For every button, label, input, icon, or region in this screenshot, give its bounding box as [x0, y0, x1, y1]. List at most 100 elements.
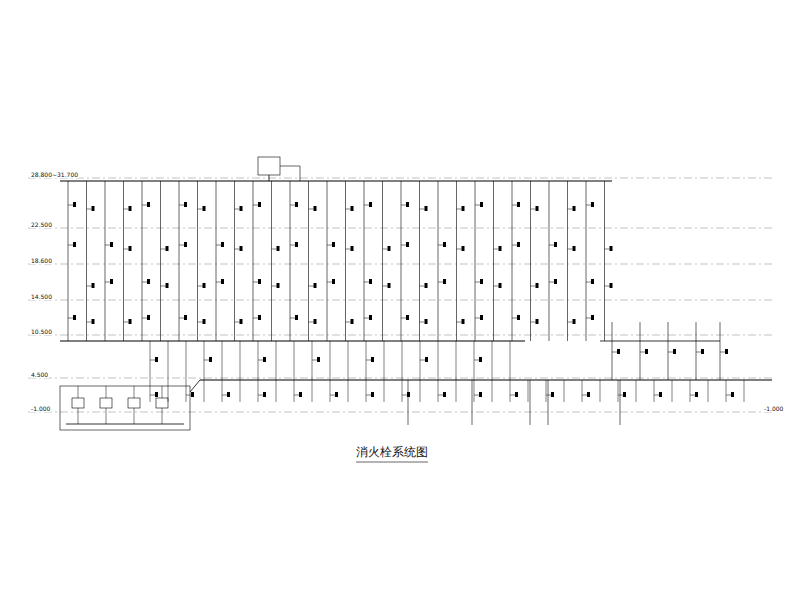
drop-pipe — [582, 380, 583, 402]
floor-line — [28, 412, 775, 413]
drop-pipe — [168, 341, 169, 402]
riser-pipe — [160, 181, 161, 341]
riser-pipe — [549, 181, 550, 341]
hydrant-branch — [330, 395, 335, 396]
hydrant-branch — [401, 245, 406, 246]
hydrant-branch — [87, 286, 92, 287]
riser-pipe — [86, 181, 87, 341]
hydrant-symbol — [147, 279, 150, 284]
elevation-label: 28.800~31.700 — [30, 172, 79, 178]
hydrant-branch — [327, 282, 332, 283]
hydrant-symbol — [258, 202, 261, 207]
hydrant-symbol — [573, 246, 576, 251]
riser-pipe — [382, 181, 383, 341]
hydrant-branch — [105, 245, 110, 246]
hydrant-branch — [726, 395, 731, 396]
hydrant-branch — [309, 322, 314, 323]
elevation-label: -1.000 — [30, 406, 51, 412]
tank-pipe — [280, 166, 300, 167]
hydrant-symbol — [517, 202, 520, 207]
pump-symbol — [100, 398, 112, 408]
drop-pipe — [384, 341, 385, 402]
hydrant-branch — [124, 209, 129, 210]
hydrant-symbol — [659, 392, 662, 397]
title-underline — [356, 462, 428, 463]
drop-pipe — [366, 341, 367, 402]
hydrant-symbol — [610, 246, 613, 251]
hydrant-branch — [401, 205, 406, 206]
hydrant-symbol — [617, 349, 620, 354]
basement-pipe — [530, 380, 531, 425]
hydrant-symbol — [536, 283, 539, 288]
basement-pipe — [620, 380, 621, 425]
hydrant-branch — [68, 245, 73, 246]
hydrant-branch — [696, 352, 701, 353]
hydrant-symbol — [406, 202, 409, 207]
hydrant-branch — [568, 249, 573, 250]
hydrant-branch — [312, 360, 317, 361]
hydrant-symbol — [314, 283, 317, 288]
drop-pipe — [654, 380, 655, 402]
hydrant-branch — [586, 318, 591, 319]
hydrant-symbol — [645, 349, 648, 354]
hydrant-symbol — [462, 206, 465, 211]
hydrant-symbol — [147, 202, 150, 207]
hydrant-symbol — [332, 279, 335, 284]
hydrant-symbol — [536, 206, 539, 211]
hydrant-symbol — [240, 206, 243, 211]
hydrant-symbol — [406, 242, 409, 247]
hydrant-symbol — [221, 279, 224, 284]
basement-pipe — [408, 380, 409, 425]
drop-pipe — [528, 380, 529, 402]
hydrant-symbol — [479, 392, 482, 397]
hydrant-symbol — [587, 392, 590, 397]
riser-pipe — [696, 322, 697, 380]
hydrant-symbol — [166, 283, 169, 288]
pump-symbol — [128, 398, 140, 408]
riser-pipe — [123, 181, 124, 341]
hydrant-branch — [531, 209, 536, 210]
hydrant-symbol — [110, 279, 113, 284]
drop-pipe — [546, 380, 547, 402]
hydrant-symbol — [203, 319, 206, 324]
hydrant-branch — [87, 209, 92, 210]
hydrant-branch — [420, 360, 425, 361]
hydrant-branch — [640, 352, 645, 353]
hydrant-symbol — [209, 357, 212, 362]
hydrant-branch — [383, 286, 388, 287]
hydrant-branch — [475, 205, 480, 206]
hydrant-symbol — [462, 246, 465, 251]
elevation-label: -1.000 — [763, 406, 784, 412]
hydrant-symbol — [591, 315, 594, 320]
hydrant-symbol — [258, 315, 261, 320]
hydrant-branch — [720, 352, 725, 353]
hydrant-symbol — [371, 357, 374, 362]
hydrant-branch — [605, 286, 610, 287]
ring-main-bottom — [200, 380, 772, 381]
hydrant-branch — [546, 395, 551, 396]
hydrant-symbol — [240, 319, 243, 324]
drop-pipe — [222, 341, 223, 402]
hydrant-symbol — [388, 283, 391, 288]
hydrant-symbol — [295, 315, 298, 320]
drawing-title: 消火栓系统图 — [356, 446, 428, 458]
hydrant-symbol — [258, 279, 261, 284]
pump-pipe — [134, 386, 135, 398]
hydrant-branch — [457, 322, 462, 323]
drop-pipe — [150, 341, 151, 402]
hydrant-branch — [272, 249, 277, 250]
hydrant-symbol — [335, 392, 338, 397]
basement-pipe — [472, 380, 473, 425]
hydrant-branch — [179, 318, 184, 319]
floor-line — [28, 335, 775, 336]
drop-pipe — [402, 341, 403, 402]
hydrant-branch — [605, 249, 610, 250]
hydrant-symbol — [369, 279, 372, 284]
drop-pipe — [240, 341, 241, 402]
hydrant-symbol — [129, 246, 132, 251]
hydrant-branch — [531, 322, 536, 323]
hydrant-symbol — [443, 392, 446, 397]
pump-pipe — [162, 408, 163, 424]
riser-pipe — [720, 322, 721, 380]
hydrant-symbol — [673, 349, 676, 354]
